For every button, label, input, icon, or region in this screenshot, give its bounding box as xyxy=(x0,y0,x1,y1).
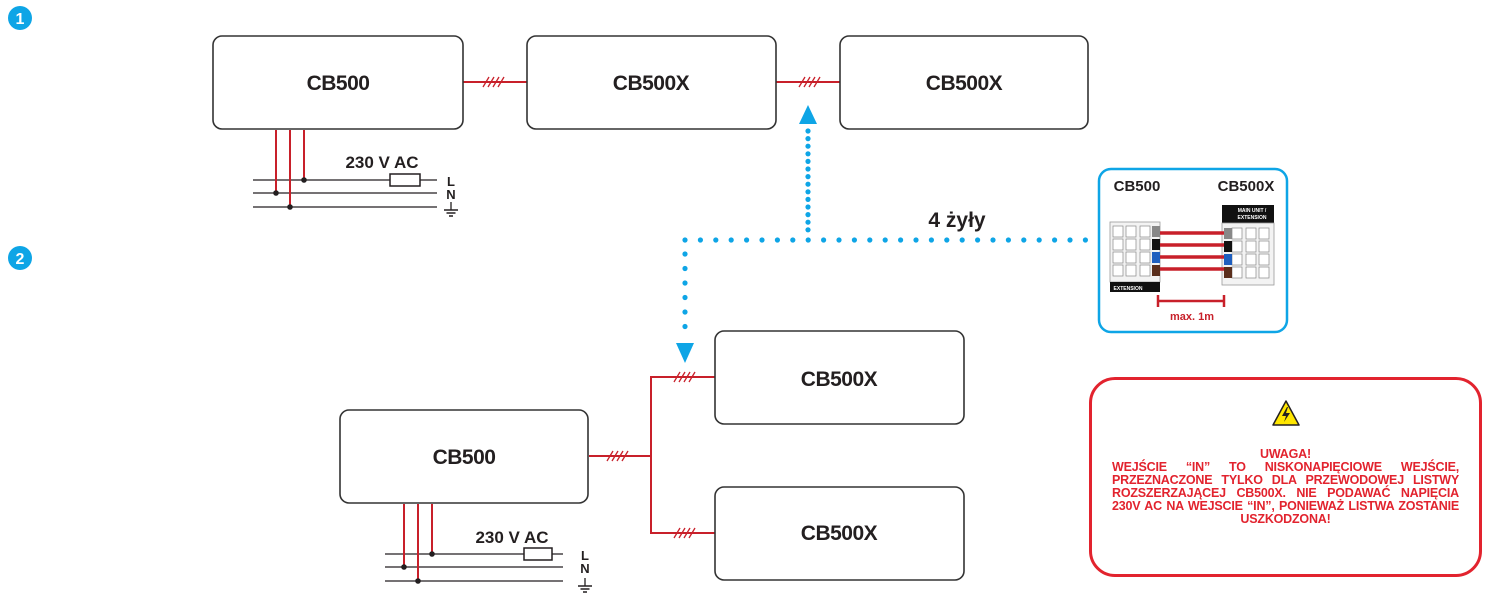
path-dot xyxy=(805,128,811,134)
arrow-down-icon xyxy=(676,343,694,363)
path-dot xyxy=(774,237,781,243)
supply-voltage-label: 230 V AC xyxy=(345,153,418,172)
fuse-icon xyxy=(389,173,421,187)
path-dot xyxy=(713,237,719,243)
arrow-up-icon xyxy=(799,105,817,124)
cb500x-label: CB500X xyxy=(801,522,878,545)
path-dot xyxy=(805,204,811,210)
cb500x-box xyxy=(526,35,777,130)
path-dot xyxy=(1082,237,1088,243)
step-badge-1: 1 xyxy=(8,6,32,30)
path-dot xyxy=(805,136,811,142)
bus-wire xyxy=(650,376,715,534)
ground-icon xyxy=(443,201,459,217)
terminal-block-left-icon: EXTENSION xyxy=(1109,221,1161,292)
path-dot xyxy=(805,189,811,195)
path-dot xyxy=(682,294,688,301)
cb500-label: CB500 xyxy=(433,446,496,469)
supply-voltage-label: 230 V AC xyxy=(475,528,548,547)
path-dot xyxy=(990,237,996,243)
cb500x-box xyxy=(839,35,1089,130)
path-dot xyxy=(759,237,765,243)
cb500-box xyxy=(339,409,589,504)
path-dot xyxy=(944,237,950,243)
cb500x-box xyxy=(714,486,965,581)
max-length-marker xyxy=(1156,295,1226,307)
path-dot xyxy=(1067,237,1073,243)
path-dot xyxy=(790,237,796,243)
path-dot xyxy=(682,265,688,272)
line-l-label: L xyxy=(447,174,455,189)
path-dot xyxy=(682,309,688,315)
cb500x-box xyxy=(714,330,965,425)
line-l-label: L xyxy=(581,548,589,563)
path-dot xyxy=(805,151,811,157)
diagram-2: CB500 CB500X CB500X 230 V AC L N xyxy=(339,330,965,593)
path-dot xyxy=(805,196,811,202)
line-n-label: N xyxy=(446,187,455,202)
high-voltage-warning-icon xyxy=(1271,400,1300,426)
warning-body: WEJŚCIE “IN” TO NISKONAPIĘCIOWE WEJŚCIE,… xyxy=(1112,460,1459,526)
path-dot xyxy=(805,227,811,233)
connector-right-title: CB500X xyxy=(1218,178,1275,195)
svg-text:EXTENSION: EXTENSION xyxy=(1238,215,1267,221)
wire-pairs xyxy=(1160,231,1224,271)
fuse-icon xyxy=(523,547,553,561)
warning-box: UWAGA! WEJŚCIE “IN” TO NISKONAPIĘCIOWE W… xyxy=(1089,377,1482,577)
cb500x-label: CB500X xyxy=(801,368,878,391)
path-dot xyxy=(882,237,888,243)
wires-count-label: 4 żyły xyxy=(928,209,986,232)
path-dot xyxy=(1005,237,1012,243)
path-dot xyxy=(805,219,811,225)
path-dot xyxy=(821,237,827,243)
line-n-label: N xyxy=(580,561,589,576)
svg-text:MAIN UNIT /: MAIN UNIT / xyxy=(1238,208,1267,214)
path-dot xyxy=(682,280,688,286)
warning-title: UWAGA! xyxy=(1260,447,1311,461)
path-dot xyxy=(805,181,811,187)
path-dot xyxy=(805,143,811,149)
path-dot xyxy=(682,251,688,257)
connector-left-title: CB500 xyxy=(1114,178,1161,195)
path-dot xyxy=(959,237,965,243)
diagram-1: CB500 CB500X CB500X 230 V AC L N xyxy=(212,35,1089,217)
warning-text: UWAGA! WEJŚCIE “IN” TO NISKONAPIĘCIOWE W… xyxy=(1112,448,1459,526)
step-badge-2: 2 xyxy=(8,246,32,270)
path-dot xyxy=(805,158,811,164)
path-dot xyxy=(913,237,919,243)
path-dot xyxy=(867,237,873,243)
path-dot xyxy=(728,237,734,243)
path-dot xyxy=(805,174,811,180)
path-dot xyxy=(836,237,842,243)
connection-path: 4 żyły xyxy=(676,105,1088,363)
path-dot xyxy=(1021,237,1027,243)
path-dot xyxy=(682,237,688,243)
path-dot xyxy=(898,237,904,243)
path-dot xyxy=(682,323,688,330)
svg-text:EXTENSION: EXTENSION xyxy=(1114,286,1143,292)
path-dot xyxy=(805,166,811,172)
power-supply: 230 V AC L N xyxy=(253,130,459,217)
path-dot xyxy=(805,212,811,218)
cb500-box xyxy=(212,35,464,130)
terminal-block-right-icon: MAIN UNIT / EXTENSION xyxy=(1221,205,1275,286)
ground-icon xyxy=(577,577,593,593)
path-dot xyxy=(1036,237,1042,243)
power-supply: 230 V AC L N xyxy=(385,504,593,593)
path-dot xyxy=(1052,237,1058,243)
path-dot xyxy=(928,237,935,243)
step-number: 2 xyxy=(16,251,25,268)
path-dot xyxy=(975,237,981,243)
path-dot xyxy=(744,237,750,243)
path-dot xyxy=(697,237,704,243)
cb500x-label: CB500X xyxy=(613,72,690,95)
path-dot xyxy=(805,237,811,243)
connector-detail: CB500 CB500X EXTENSION MAIN UNIT / EXTEN… xyxy=(1097,167,1289,334)
max-length-label: max. 1m xyxy=(1170,311,1214,323)
cb500x-label: CB500X xyxy=(926,72,1003,95)
cb500-label: CB500 xyxy=(307,72,370,95)
path-dot xyxy=(851,237,858,243)
step-number: 1 xyxy=(16,11,25,28)
